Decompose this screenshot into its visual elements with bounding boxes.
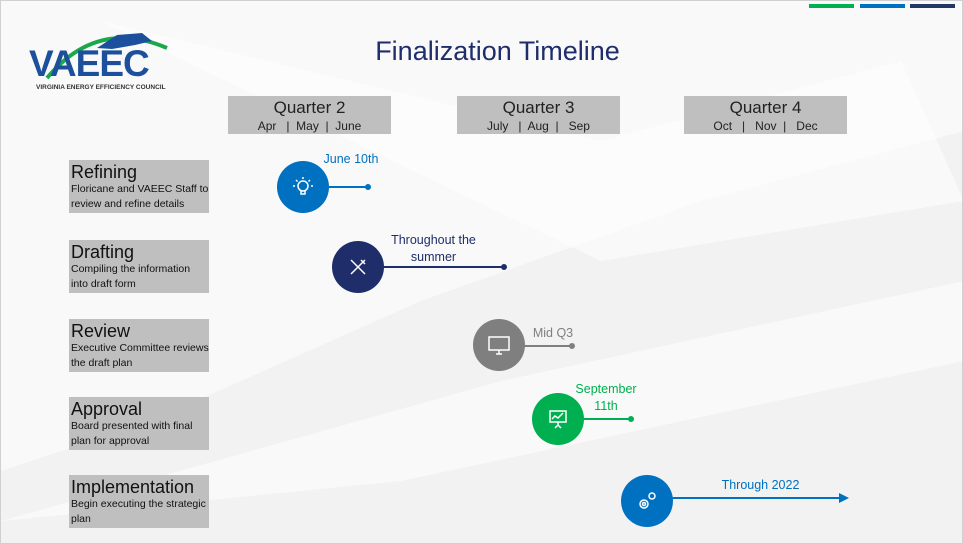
timeline-line bbox=[303, 186, 368, 188]
timeline-line bbox=[558, 418, 631, 420]
lightbulb-icon bbox=[277, 161, 329, 213]
arrow-head-icon bbox=[839, 493, 849, 503]
milestone-label: Throughout the summer bbox=[391, 233, 476, 264]
vaeec-logo: VAEEC VIRGINIA ENERGY EFFICIENCY COUNCIL bbox=[27, 23, 177, 93]
quarter-months: Apr | May | June bbox=[257, 119, 362, 133]
timeline-arrow bbox=[647, 497, 841, 499]
quarter-label: Quarter 2 bbox=[273, 98, 346, 117]
timeline-end-dot bbox=[628, 416, 634, 422]
timeline-end-dot bbox=[365, 184, 371, 190]
step-title: Approval bbox=[71, 399, 143, 419]
milestone-label: September 11th bbox=[575, 382, 637, 413]
timeline-line bbox=[358, 266, 504, 268]
page-title: Finalization Timeline bbox=[375, 36, 620, 66]
milestone-label: June 10th bbox=[323, 152, 379, 166]
quarter-4-header: Quarter 4 Oct | Nov | Dec bbox=[684, 96, 847, 134]
quarter-3-header: Quarter 3 July | Aug | Sep bbox=[457, 96, 620, 134]
logo-subtitle: VIRGINIA ENERGY EFFICIENCY COUNCIL bbox=[36, 84, 166, 91]
presentation-icon bbox=[532, 393, 584, 445]
timeline-end-dot bbox=[501, 264, 507, 270]
timeline-end-dot bbox=[569, 343, 575, 349]
step-title: Implementation bbox=[71, 477, 195, 497]
step-title: Refining bbox=[71, 162, 138, 182]
logo-name: VAEEC bbox=[29, 43, 150, 84]
milestone-label: Through 2022 bbox=[721, 478, 800, 492]
accent-bar-green bbox=[809, 4, 854, 8]
quarter-label: Quarter 4 bbox=[729, 98, 802, 117]
step-desc: Begin executing the strategic plan bbox=[71, 498, 206, 525]
step-desc: Board presented with final plan for appr… bbox=[71, 420, 193, 447]
quarter-label: Quarter 3 bbox=[502, 98, 575, 117]
accent-bar-navy bbox=[910, 4, 955, 8]
quarter-months: July | Aug | Sep bbox=[487, 119, 590, 133]
quarter-months: Oct | Nov | Dec bbox=[713, 119, 818, 133]
step-desc: Executive Committee reviews the draft pl… bbox=[71, 342, 209, 369]
quarter-2-header: Quarter 2 Apr | May | June bbox=[228, 96, 391, 134]
timeline-line bbox=[499, 345, 572, 347]
step-desc: Floricane and VAEEC Staff to review and … bbox=[71, 183, 209, 210]
step-desc: Compiling the information into draft for… bbox=[71, 263, 191, 290]
monitor-icon bbox=[473, 319, 525, 371]
step-title: Review bbox=[71, 321, 131, 341]
tools-icon bbox=[332, 241, 384, 293]
step-title: Drafting bbox=[71, 242, 135, 262]
accent-bar-blue bbox=[860, 4, 905, 8]
gears-icon bbox=[621, 475, 673, 527]
milestone-label: Mid Q3 bbox=[532, 326, 574, 340]
